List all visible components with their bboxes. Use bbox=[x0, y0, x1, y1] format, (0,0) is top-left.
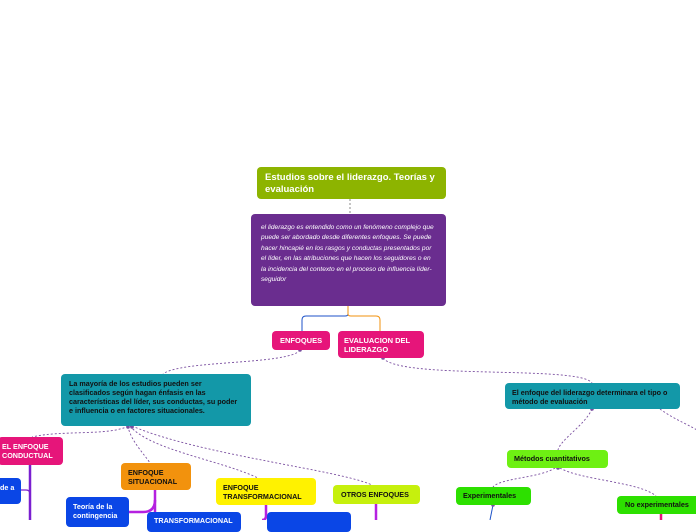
topic-otros-enfoques[interactable]: OTROS ENFOQUES bbox=[333, 485, 420, 504]
topic-enfoque-situacional[interactable]: ENFOQUE SITUACIONAL bbox=[121, 463, 191, 490]
connector-desc-evaluacion bbox=[347, 306, 381, 331]
branch-exper bbox=[489, 504, 494, 520]
topic-transformacional-child-2[interactable] bbox=[267, 512, 351, 532]
connector-mayoria-transf bbox=[129, 425, 259, 479]
topic-teoria-contingencia[interactable]: Teoría de la contingencia bbox=[66, 497, 129, 527]
topic-no-experimentales[interactable]: No experimentales bbox=[617, 496, 696, 514]
topic-conductual-child[interactable]: de a bbox=[0, 478, 21, 504]
topic-transformacional-child[interactable]: TRANSFORMACIONAL bbox=[147, 512, 241, 532]
topic-enfoque-transformacional[interactable]: ENFOQUE TRANSFORMACIONAL bbox=[216, 478, 316, 505]
topic-clasificacion-estudios[interactable]: La mayoría de los estudios pueden ser cl… bbox=[61, 374, 251, 426]
connector-desc-enfoques bbox=[301, 306, 349, 331]
connector-mayoria-conductual bbox=[31, 425, 129, 438]
connector-dot bbox=[126, 425, 130, 429]
connector-determina-cuanti bbox=[557, 408, 593, 451]
topic-description[interactable]: el liderazgo es entendido como un fenóme… bbox=[251, 214, 446, 306]
branch-situacional bbox=[129, 490, 157, 514]
connector-determina-right bbox=[659, 408, 696, 430]
connector-mayoria-situacional bbox=[127, 425, 151, 464]
connector-evaluacion-determina bbox=[382, 357, 593, 384]
topic-enfoque-conductual[interactable]: EL ENFOQUE CONDUCTUAL bbox=[0, 437, 63, 465]
topic-metodos-cuantitativos[interactable]: Métodos cuantitativos bbox=[507, 450, 608, 468]
connector-cuanti-noexper bbox=[559, 467, 657, 497]
branch-transf bbox=[261, 505, 268, 520]
connector-cuanti-exper bbox=[492, 467, 556, 488]
topic-enfoques[interactable]: ENFOQUES bbox=[272, 331, 330, 350]
topic-experimentales[interactable]: Experimentales bbox=[456, 487, 531, 505]
connector-enfoques-mayoria bbox=[162, 349, 301, 375]
topic-evaluacion-liderazgo[interactable]: EVALUACION DEL LIDERAZGO bbox=[338, 331, 424, 358]
topic-tipo-evaluacion[interactable]: El enfoque del liderazgo determinara el … bbox=[505, 383, 680, 409]
branch-conductual-inner bbox=[21, 489, 31, 495]
connector-mayoria-otros bbox=[131, 425, 373, 486]
connector-dot bbox=[130, 425, 134, 429]
topic-title[interactable]: Estudios sobre el liderazgo. Teorías y e… bbox=[257, 167, 446, 199]
